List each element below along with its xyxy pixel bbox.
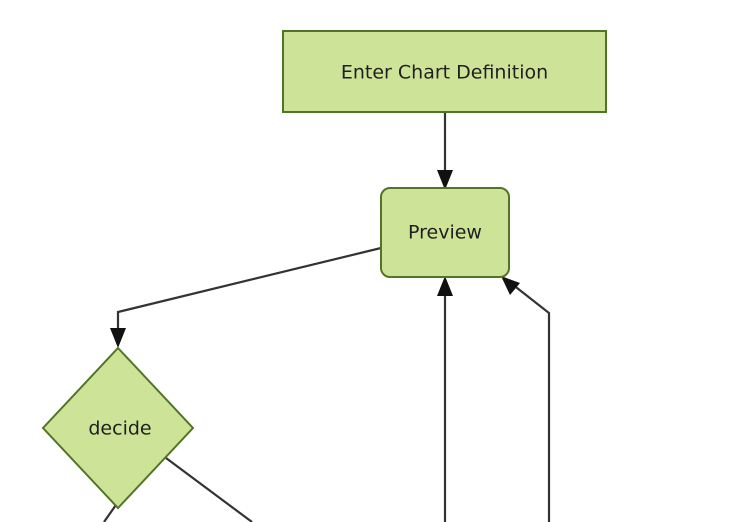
edge-line	[165, 457, 253, 522]
arrowhead-icon	[501, 276, 520, 295]
node-shape-rectangle[interactable]	[282, 30, 607, 113]
edge-offscreen-right-to-preview	[501, 276, 551, 522]
edge-line	[116, 246, 382, 336]
arrowhead-icon	[437, 276, 453, 296]
node-shape-rounded-rectangle[interactable]	[380, 187, 510, 278]
arrowhead-icon	[437, 170, 453, 190]
edge-offscreen-center-to-preview	[437, 276, 453, 522]
node-enter-chart-definition[interactable]: Enter Chart Definition	[282, 30, 607, 113]
edge-decide-to-offscreen-right	[165, 457, 253, 522]
edge-enter-to-preview	[437, 112, 453, 190]
edge-line	[511, 283, 551, 522]
edge-preview-to-decide	[110, 246, 382, 348]
node-preview[interactable]: Preview	[380, 187, 510, 278]
node-shape-diamond[interactable]	[41, 346, 195, 510]
arrowhead-icon	[110, 328, 126, 348]
node-decide[interactable]: decide	[41, 346, 195, 510]
